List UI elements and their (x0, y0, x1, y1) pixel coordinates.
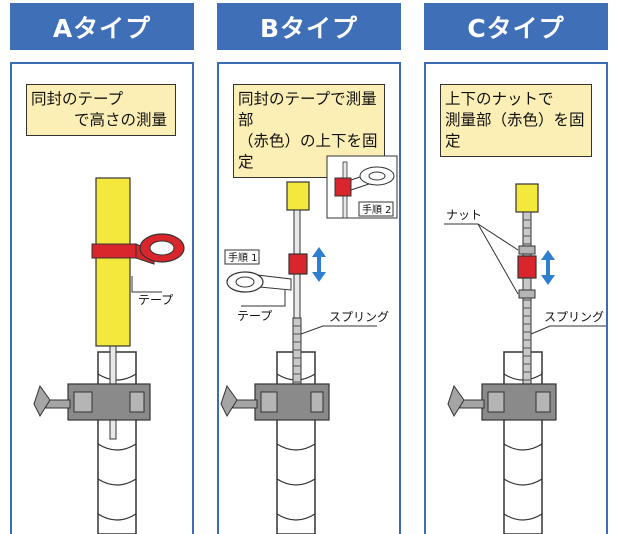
spring-leader-line (530, 325, 606, 335)
panel-b-frame: 同封のテープで測量部 （赤色）の上下を固定 手順 1 (217, 62, 401, 534)
panel-c-note-line2: 測量部（赤色）を固定 (445, 111, 585, 150)
step2-label: 手順 2 (362, 203, 392, 216)
wing-bolt-icon (447, 384, 485, 418)
nut-label: ナット (446, 208, 482, 222)
clamp (254, 383, 330, 421)
white-tape (226, 271, 292, 293)
wing-bolt-icon (220, 384, 258, 418)
pipe (97, 351, 137, 534)
panel-a-title: Aタイプ (10, 3, 194, 50)
red-tape (91, 233, 185, 265)
panel-b-illustration: 手順 1 テープ スプリング 手順 2 (220, 155, 398, 534)
clamp (67, 383, 151, 421)
wing-bolt-icon (33, 384, 71, 418)
panel-a: Aタイプ 同封のテープ で高さの測量 テープ (10, 0, 194, 534)
panel-b-title: Bタイプ (217, 3, 401, 50)
spring-label: スプリング (544, 310, 604, 324)
panel-a-frame: 同封のテープ で高さの測量 テープ (10, 62, 194, 534)
panel-b-note-line1: 同封のテープで測量部 (238, 90, 377, 129)
threaded-rod (522, 211, 532, 413)
nut-leader-line-lower (477, 223, 519, 295)
up-down-arrow-icon (541, 250, 555, 285)
panel-c-frame: 上下のナットで 測量部（赤色）を固定 (424, 62, 608, 534)
clamp (481, 383, 557, 421)
red-marker (288, 253, 308, 275)
panel-a-note: 同封のテープ で高さの測量 (26, 84, 176, 136)
panel-b: Bタイプ 同封のテープで測量部 （赤色）の上下を固定 (217, 0, 401, 534)
panel-b-note-line2: （赤色）の上下を固定 (238, 132, 378, 171)
panel-c-note-line1: 上下のナットで (445, 90, 554, 108)
tape-label: テープ (237, 309, 272, 323)
panel-c-title: Cタイプ (424, 3, 608, 50)
spring-leader-line (300, 325, 377, 335)
yellow-cap (286, 181, 310, 211)
tape-label: テープ (138, 293, 173, 307)
red-marker (517, 255, 537, 279)
tape-leader-line (131, 276, 162, 293)
panel-a-note-line1: 同封のテープ (31, 90, 124, 108)
up-down-arrow-icon (312, 247, 326, 282)
lower-nut (518, 289, 536, 299)
yellow-marker (95, 177, 131, 347)
nut-leader-line (444, 223, 519, 251)
spring-label: スプリング (329, 310, 389, 324)
tape-leader-line (241, 290, 286, 307)
panel-c-note: 上下のナットで 測量部（赤色）を固定 (440, 84, 592, 157)
yellow-cap (515, 183, 539, 213)
panel-a-note-line2: で高さの測量 (73, 111, 167, 129)
panel-a-illustration: テープ (33, 177, 185, 534)
upper-nut (518, 245, 536, 255)
panel-c-illustration: ナット スプリング (444, 183, 606, 534)
step1-label: 手順 1 (228, 251, 258, 264)
panel-c: Cタイプ 上下のナットで 測量部（赤色）を固定 (424, 0, 608, 534)
